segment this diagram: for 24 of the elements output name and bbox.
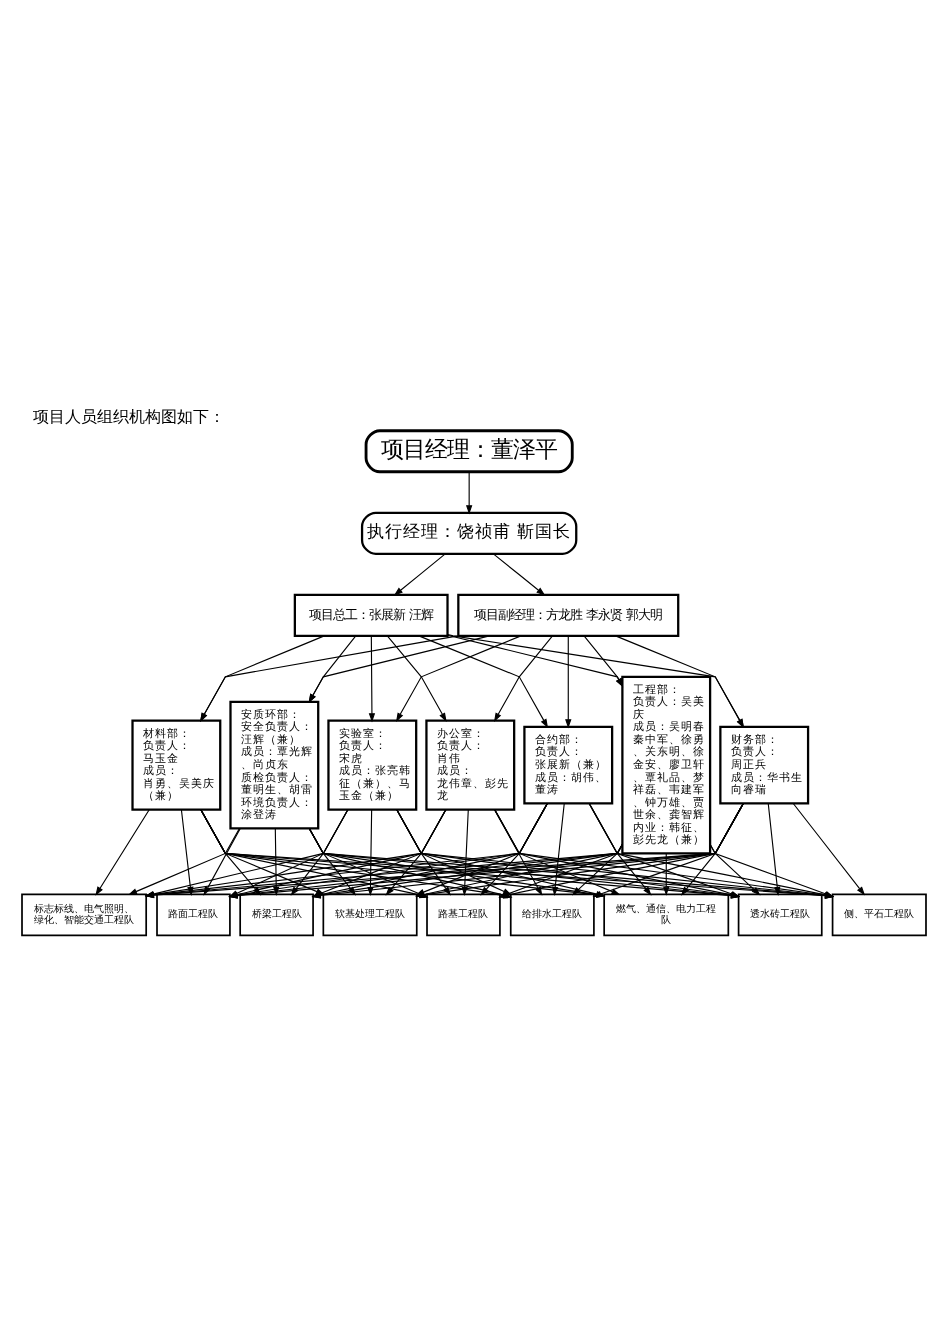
- arrow: [447, 633, 744, 729]
- arrow: [308, 635, 357, 704]
- arrow: [493, 635, 554, 722]
- node-box: 项目经理：董泽平: [364, 429, 574, 474]
- arrow: [447, 634, 624, 688]
- arrow: [368, 635, 376, 723]
- arrow: [393, 553, 446, 596]
- node-box: 执行经理：饶祯甫 靳国长: [360, 511, 578, 555]
- arrow: [493, 553, 546, 596]
- arrow: [583, 635, 624, 688]
- arrow: [767, 802, 781, 896]
- arrow: [95, 809, 150, 896]
- arrow: [395, 635, 522, 722]
- arrow: [418, 635, 549, 729]
- arrow: [565, 635, 572, 729]
- arrow: [386, 635, 447, 722]
- arrow: [200, 635, 325, 722]
- arrow: [465, 471, 473, 515]
- arrow: [615, 635, 744, 729]
- arrow: [308, 635, 490, 704]
- arrow: [663, 853, 670, 896]
- arrow: [552, 802, 565, 896]
- arrow: [571, 843, 623, 896]
- arrow: [200, 635, 459, 722]
